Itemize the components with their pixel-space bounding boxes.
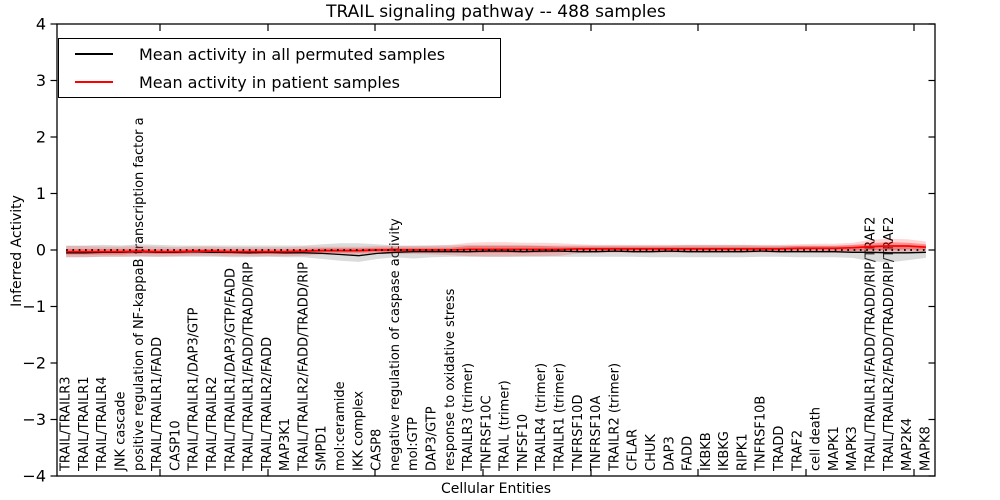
x-tick-label: TRAIL/TRAILR4 <box>95 376 110 472</box>
x-tick-label: CASP10 <box>168 420 183 471</box>
y-tick-label: 0 <box>36 241 46 260</box>
permuted-confidence-band <box>66 243 926 263</box>
y-tick-label: −2 <box>22 354 46 373</box>
x-tick-label: TNFRSF10D <box>571 395 586 472</box>
x-tick-label: MAPK1 <box>827 426 842 471</box>
x-tick-label: TRADD <box>772 426 787 472</box>
legend-line-sample-black <box>75 53 113 55</box>
y-axis-ticks <box>50 23 935 477</box>
x-tick-label: TNFSF10 <box>516 414 531 472</box>
x-tick-label: JNK cascade <box>114 392 129 472</box>
legend-entry-permuted: Mean activity in all permuted samples <box>59 40 500 68</box>
x-tick-label: IKK complex <box>351 391 366 471</box>
x-tick-label: TRAILR2 (trimer) <box>607 363 622 472</box>
y-tick-label: 2 <box>36 128 46 147</box>
x-tick-label: FADD <box>681 436 696 471</box>
chart-title: TRAIL signaling pathway -- 488 samples <box>326 2 666 22</box>
x-tick-label: TNFRSF10B <box>754 396 769 472</box>
x-tick-label: CHUK <box>644 434 659 471</box>
y-tick-label: −1 <box>22 297 46 316</box>
y-axis-label: Inferred Activity <box>9 195 25 307</box>
x-axis-label: Cellular Entities <box>440 481 552 497</box>
x-tick-label: MAPK8 <box>918 426 933 471</box>
x-tick-label: IKBKB <box>699 432 714 471</box>
x-tick-label: cell death <box>809 407 824 471</box>
y-tick-label: 1 <box>36 184 46 203</box>
x-tick-label: SMPD1 <box>315 425 330 471</box>
legend-entry-patient: Mean activity in patient samples <box>59 68 500 96</box>
x-tick-label: DAP3/GTP <box>425 406 440 471</box>
x-tick-label: TRAIL/TRAILR2 <box>205 376 220 472</box>
x-tick-label: positive regulation of NF-kappaB transcr… <box>132 117 147 471</box>
legend-label: Mean activity in all permuted samples <box>139 44 446 64</box>
x-tick-label: TRAIL/TRAILR1/FADD/TRADD/RIP <box>242 262 257 472</box>
x-tick-label: TRAF2 <box>790 430 805 472</box>
x-tick-label: negative regulation of caspase activity <box>388 218 403 471</box>
y-tick-label: −4 <box>22 467 46 486</box>
y-tick-label: 4 <box>36 15 46 34</box>
legend-box: Mean activity in all permuted samples Me… <box>58 38 501 98</box>
x-tick-label: TNFRSF10C <box>479 395 494 472</box>
x-tick-label: TRAIL/TRAILR1/FADD/TRADD/RIP/TRAF2 <box>864 217 879 472</box>
x-tick-label: TRAIL/TRAILR1/DAP3/GTP/FADD <box>223 268 238 472</box>
x-tick-label: MAP3K1 <box>278 418 293 471</box>
y-tick-label: −3 <box>22 410 46 429</box>
x-tick-label: TRAIL/TRAILR2/FADD <box>260 337 275 472</box>
x-tick-label: CFLAR <box>626 429 641 471</box>
x-tick-label: TRAIL (trimer) <box>498 380 513 472</box>
x-tick-label: MAPK3 <box>845 426 860 471</box>
x-tick-label: MAP2K4 <box>900 418 915 471</box>
x-tick-label: TRAILR4 (trimer) <box>534 363 549 472</box>
x-tick-label: TNFRSF10A <box>589 396 604 472</box>
x-tick-label: RIPK1 <box>735 433 750 471</box>
x-tick-label: TRAIL/TRAILR1/DAP3/GTP <box>187 307 202 472</box>
x-tick-label: TRAIL/TRAILR1/FADD <box>150 337 165 472</box>
x-tick-label: mol:ceramide <box>333 381 348 471</box>
x-tick-label: response to oxidative stress <box>443 288 458 471</box>
x-tick-label: CASP8 <box>370 429 385 471</box>
x-tick-label: TRAILR1 (trimer) <box>553 363 568 472</box>
legend-line-sample-red <box>75 81 113 83</box>
x-tick-label: TRAIL/TRAILR2/FADD/TRADD/RIP/TRAF2 <box>882 217 897 472</box>
y-tick-labels: 4 3 2 1 0 −1 −2 −3 −4 <box>22 15 46 486</box>
x-tick-label: TRAILR3 (trimer) <box>461 363 476 472</box>
x-axis-ticks <box>159 24 915 476</box>
x-tick-label: IKBKG <box>717 431 732 471</box>
x-tick-label: mol:GTP <box>406 417 421 471</box>
x-tick-label: TRAIL/TRAILR2/FADD/TRADD/RIP <box>296 262 311 472</box>
series-permuted-mean-line <box>66 250 926 257</box>
legend-label: Mean activity in patient samples <box>139 72 400 92</box>
y-tick-label: 3 <box>36 71 46 90</box>
x-tick-label: TRAIL/TRAILR1 <box>77 376 92 472</box>
x-tick-label: DAP3 <box>662 436 677 471</box>
x-tick-label: TRAIL/TRAILR3 <box>59 376 74 472</box>
